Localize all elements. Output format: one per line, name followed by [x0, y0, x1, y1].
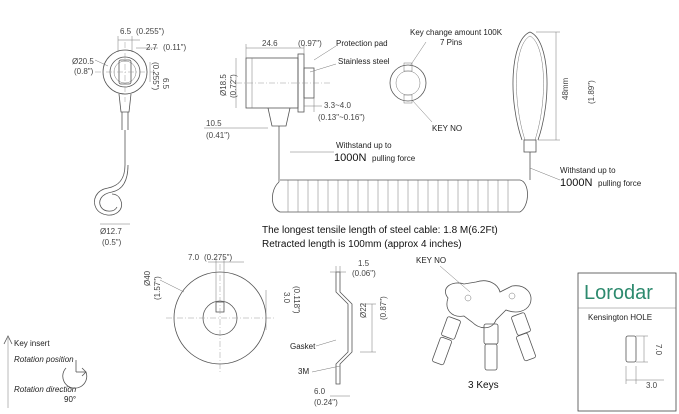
dim-30-in: (0.118")	[292, 286, 301, 314]
slot-width: 3.0	[646, 381, 658, 390]
dim-70: 7.0	[188, 253, 200, 262]
gasket-label: Gasket	[290, 342, 316, 351]
dim-3340: 3.3~4.0	[324, 101, 351, 110]
legend-angle: 90°	[64, 395, 76, 404]
protection-pad-label: Protection pad	[336, 39, 388, 48]
dim-dia127-in: (0.5")	[102, 238, 122, 247]
side-view: 24.6 (0.97") Protection pad Stainless st…	[204, 39, 528, 213]
plate-view: 7.0 (0.275") Ø40 (1.57") 3.0 (0.118")	[143, 253, 301, 372]
dim-dia185-in: (0.72")	[229, 74, 238, 98]
force-value-2: 1000N	[560, 177, 592, 189]
key-no-label: KEY NO	[432, 124, 462, 133]
keys-caption: 3 Keys	[468, 380, 499, 391]
keys-key-no-label: KEY NO	[416, 256, 446, 265]
dim-dia22-in: (0.87")	[379, 296, 388, 320]
dim-30: 3.0	[282, 292, 291, 304]
legend-rotation-direction: Rotation direction	[14, 385, 77, 394]
dim-246: 24.6	[262, 39, 278, 48]
dim-48-in: (1.89")	[587, 80, 596, 104]
legend-key-insert: Key insert	[14, 339, 50, 348]
stainless-steel-label: Stainless steel	[338, 57, 390, 66]
dim-27: 2.7	[146, 43, 158, 52]
brand-logo: Lorodar	[584, 282, 653, 304]
cable-loop-view: 48mm (1.89") Withstand up to 1000N pulli…	[512, 31, 642, 189]
title-block: Lorodar Kensington HOLE 7.0 3.0	[577, 272, 677, 412]
dim-dia40: Ø40	[143, 270, 152, 286]
dim-60-in: (0.24")	[314, 398, 338, 407]
withstand-label-2: Withstand up to	[560, 166, 616, 175]
dim-27-in: (0.11")	[163, 43, 186, 52]
dim-60: 6.0	[314, 387, 326, 396]
dim-105-in: (0.41")	[206, 131, 230, 140]
withstand-label-1: Withstand up to	[336, 141, 392, 150]
dim-65v: 6.5	[161, 78, 170, 90]
kensington-hole-title: Kensington HOLE	[588, 313, 652, 322]
dim-dia205-in: (0.8")	[74, 67, 94, 76]
dim-48: 48mm	[561, 77, 570, 100]
dim-15: 1.5	[358, 259, 370, 268]
key-change-label: Key change amount 100K	[410, 28, 503, 37]
slot-height: 7.0	[654, 344, 663, 356]
retracted-length-note: Retracted length is 100mm (approx 4 inch…	[262, 239, 462, 250]
front-view: 6.5 (0.255") 2.7 (0.11") Ø20.5 (0.8") 6.…	[72, 27, 186, 247]
keys-illustration: KEY NO 3 Keys	[416, 256, 536, 391]
dim-3340-in: (0.13"~0.16")	[318, 113, 365, 122]
dim-65-in: (0.255")	[136, 27, 165, 36]
force-value-1: 1000N	[334, 152, 366, 164]
force-unit-1: pulling force	[372, 154, 416, 163]
dim-246-in: (0.97")	[298, 39, 322, 48]
legend-rotation-position: Rotation position	[14, 355, 74, 364]
dim-70-in: (0.275")	[204, 253, 233, 262]
dim-65v-in: (0.255")	[151, 62, 160, 91]
dim-65: 6.5	[120, 27, 132, 36]
pins-label: 7 Pins	[440, 38, 462, 47]
dim-dia185: Ø18.5	[219, 74, 228, 96]
dim-dia205: Ø20.5	[72, 57, 94, 66]
dim-dia22: Ø22	[359, 302, 368, 318]
force-unit-2: pulling force	[598, 179, 642, 188]
dim-dia40-in: (1.57")	[153, 276, 162, 300]
dim-dia127: Ø12.7	[100, 227, 122, 236]
key-face-view: Key change amount 100K 7 Pins KEY NO	[389, 28, 503, 133]
dim-105: 10.5	[206, 119, 222, 128]
tensile-length-note: The longest tensile length of steel cabl…	[262, 225, 498, 236]
section-view: 1.5 (0.06") Ø22 (0.87") Gasket 3M 6.0 (0…	[290, 259, 388, 407]
3m-label: 3M	[298, 367, 309, 376]
dim-15-in: (0.06")	[352, 269, 376, 278]
legend: Key insert Rotation position Rotation di…	[3, 335, 88, 408]
